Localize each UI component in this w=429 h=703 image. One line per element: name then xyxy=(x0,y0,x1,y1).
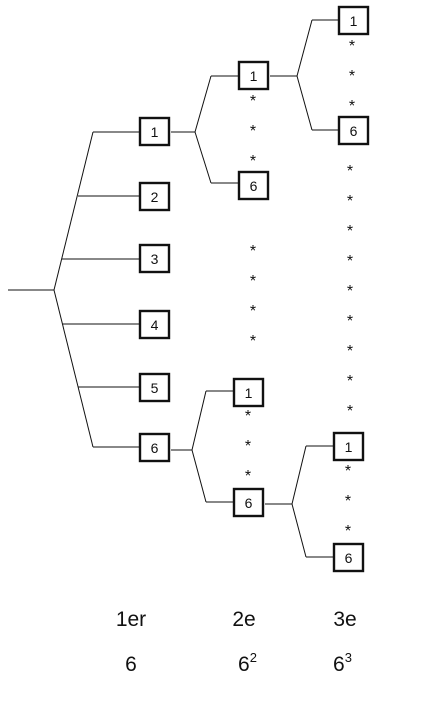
level2-bottom-box-6-label: 6 xyxy=(245,495,253,511)
level3-bottom-box-1: 1 xyxy=(332,431,365,462)
level2-bottom-branches xyxy=(171,390,233,503)
level-count-1: 6 xyxy=(125,653,137,676)
level2-top-ellipsis-mark-2: * xyxy=(250,123,256,140)
level-count-2: 62 xyxy=(238,650,257,676)
level1-branches xyxy=(8,131,139,448)
level2-middle-ellipsis-mark-3: * xyxy=(250,303,256,320)
level2-bottom-ellipsis-mark-3: * xyxy=(245,468,251,485)
level3-bottom-ellipsis-mark-3: * xyxy=(345,523,351,540)
level1-box-6-label: 6 xyxy=(151,440,159,456)
level1-box-1: 1 xyxy=(138,116,171,147)
level1-box-2-label: 2 xyxy=(151,189,159,205)
level-label-3: 3e xyxy=(333,608,356,631)
level3-middle-ellipsis-mark-7: * xyxy=(347,343,353,360)
level-label-1: 1er xyxy=(116,608,146,631)
level3-middle-ellipsis-mark-4: * xyxy=(347,253,353,270)
level2-top-box-6-label: 6 xyxy=(250,178,258,194)
level3-top-ellipsis-mark-1: * xyxy=(349,38,355,55)
level2-top-branches xyxy=(171,75,238,184)
level-count-3-base: 6 xyxy=(333,653,345,676)
level-count-2-exponent: 2 xyxy=(250,650,257,665)
level-count-3-exponent: 3 xyxy=(345,650,352,665)
level-count-3: 63 xyxy=(333,650,352,676)
level1-box-3-label: 3 xyxy=(151,251,159,267)
level3-bottom-ellipsis-mark-1: * xyxy=(345,463,351,480)
level1-box-1-label: 1 xyxy=(151,124,159,140)
level3-middle-ellipsis-mark-9: * xyxy=(347,403,353,420)
level1-box-4: 4 xyxy=(138,309,171,340)
ellipsis-marks: * * * * * * * * * * * * * * * * * * * * * * * * * xyxy=(245,38,355,540)
level-count-1-base: 6 xyxy=(125,653,137,676)
level3-middle-ellipsis-mark-6: * xyxy=(347,313,353,330)
level2-bottom-box-6: 6 xyxy=(232,487,265,518)
level3-top-box-1: 1 xyxy=(337,5,370,36)
level3-bottom-box-1-label: 1 xyxy=(345,439,353,455)
level2-top-ellipsis-mark-3: * xyxy=(250,153,256,170)
level2-top-ellipsis-mark-1: * xyxy=(250,93,256,110)
level3-top-ellipsis-mark-2: * xyxy=(349,68,355,85)
level2-middle-ellipsis-mark-1: * xyxy=(250,243,256,260)
level2-bottom-ellipsis-mark-2: * xyxy=(245,438,251,455)
level3-bottom-branches xyxy=(265,445,333,558)
level3-middle-ellipsis-mark-1: * xyxy=(347,163,353,180)
level3-middle-ellipsis-mark-5: * xyxy=(347,283,353,300)
level3-middle-ellipsis-mark-2: * xyxy=(347,193,353,210)
level2-bottom-ellipsis-mark-1: * xyxy=(245,408,251,425)
level2-bottom-box-1-label: 1 xyxy=(245,385,253,401)
level3-top-ellipsis-mark-3: * xyxy=(349,98,355,115)
level3-top-box-6: 6 xyxy=(337,115,370,146)
level3-top-branches xyxy=(270,19,338,131)
level-label-2: 2e xyxy=(232,608,255,631)
level1-box-2: 2 xyxy=(138,181,171,212)
level1-box-3: 3 xyxy=(138,243,171,274)
level1-box-5-label: 5 xyxy=(151,380,159,396)
level2-bottom-box-1: 1 xyxy=(232,377,265,408)
level1-box-5: 5 xyxy=(138,372,171,403)
level3-bottom-box-6: 6 xyxy=(332,542,365,573)
level2-top-box-1: 1 xyxy=(237,60,270,91)
level2-middle-ellipsis-mark-4: * xyxy=(250,333,256,350)
level1-box-4-label: 4 xyxy=(151,317,159,333)
footer: 1er 2e 3e 6 62 63 xyxy=(116,608,357,676)
level2-middle-ellipsis-mark-2: * xyxy=(250,273,256,290)
level3-middle-ellipsis-mark-3: * xyxy=(347,223,353,240)
level2-top-box-6: 6 xyxy=(237,170,270,201)
level3-bottom-box-6-label: 6 xyxy=(345,550,353,566)
level2-top-box-1-label: 1 xyxy=(250,68,258,84)
level-count-2-base: 6 xyxy=(238,653,250,676)
level3-middle-ellipsis-mark-8: * xyxy=(347,373,353,390)
level3-top-box-6-label: 6 xyxy=(350,123,358,139)
level3-top-box-1-label: 1 xyxy=(350,13,358,29)
level3-bottom-ellipsis-mark-2: * xyxy=(345,493,351,510)
level1-box-6: 6 xyxy=(138,432,171,463)
